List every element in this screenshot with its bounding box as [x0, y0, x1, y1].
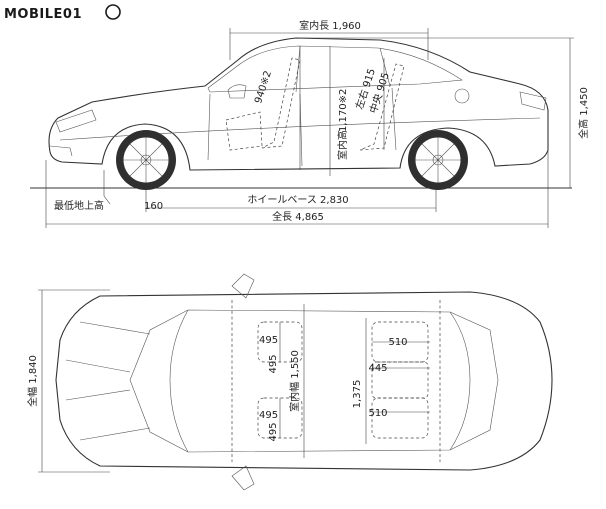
rear-seat-center	[371, 361, 429, 399]
front-seat-gap-lower: 495	[268, 422, 279, 441]
door-lines	[207, 87, 397, 167]
ground-clearance-value: 160	[144, 201, 163, 212]
overall-length-label: 全長 4,865	[272, 210, 324, 223]
wheelbase-label: ホイールベース 2,830	[247, 194, 348, 206]
rear-window-line	[449, 311, 499, 451]
b-pillar	[295, 45, 301, 93]
rear-seat-width-upper: 510	[388, 337, 407, 348]
hood-lines	[65, 321, 151, 441]
taillight-shape	[519, 91, 547, 111]
front-wheel	[116, 130, 176, 190]
logo-ring-icon	[105, 4, 121, 20]
interior-width-label: 室内幅 1,550	[288, 350, 301, 412]
rear-wheel	[408, 130, 468, 190]
overall-height-label: 全高 1,450	[577, 87, 590, 139]
interior-length-label: 室内長 1,960	[299, 19, 361, 32]
side-body-outline	[48, 37, 549, 171]
top-view-diagram: 全幅 1,840 室内幅 1,550 495 495 495 495 510 4…	[26, 273, 553, 491]
overall-width-label: 全幅 1,840	[26, 355, 39, 407]
rear-seat-width-lower: 510	[368, 408, 387, 419]
interior-extent-lines	[231, 300, 441, 462]
steering-area-dashed	[225, 111, 263, 151]
mobile01-logo: MOBILE01	[4, 4, 121, 22]
c-pillar	[379, 47, 391, 87]
rear-seat-dashed	[359, 63, 405, 151]
headlight-shape	[55, 109, 97, 133]
side-mirror	[227, 84, 247, 99]
front-seat-width-lower: 495	[259, 410, 278, 421]
front-bumper-line	[49, 145, 73, 157]
mirror-top-right	[231, 465, 255, 491]
front-seat-dashed	[261, 57, 301, 149]
interior-height-value: 1,170※2	[338, 89, 349, 132]
rear-center-width: 445	[368, 363, 387, 374]
character-line	[59, 117, 541, 141]
ground-clearance-label: 最低地上高	[54, 199, 104, 212]
front-seat-width-upper: 495	[259, 335, 278, 346]
side-window-line	[207, 45, 463, 93]
interior-height-label: 室内高	[336, 130, 349, 160]
ground-clearance-leader	[103, 195, 111, 205]
rear-shoulder-label: 1,375	[352, 380, 363, 409]
front-seat-gap-upper: 495	[268, 354, 279, 373]
logo-text: MOBILE01	[4, 7, 82, 22]
fuel-lid	[454, 88, 470, 104]
side-view-diagram: 室内長 1,960 全高 1,450 940※2 室内高 1,170※2 左右 …	[30, 19, 590, 228]
mirror-top-left	[231, 273, 255, 299]
windshield-line	[129, 309, 189, 453]
